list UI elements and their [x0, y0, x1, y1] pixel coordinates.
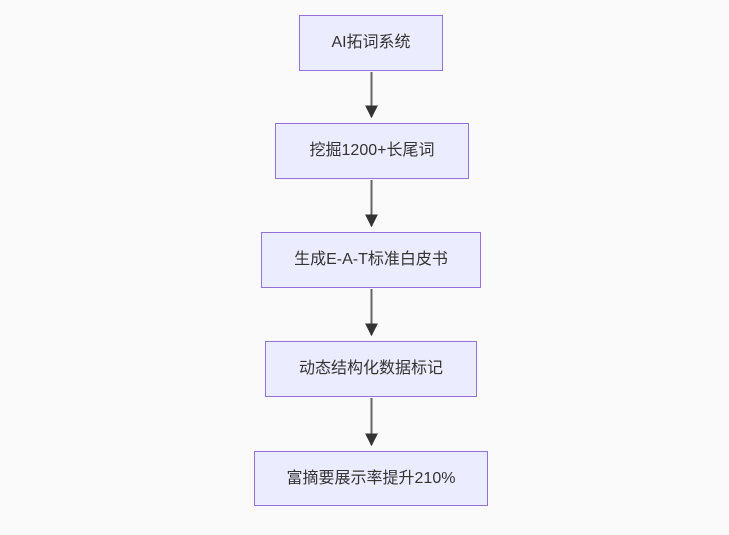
flowchart-node-label: AI拓词系统	[331, 34, 411, 52]
flowchart-node-longtail-mining: 挖掘1200+长尾词	[275, 123, 469, 179]
flowchart-node-ai-keyword-system: AI拓词系统	[299, 15, 443, 71]
flowchart-node-eat-whitepaper: 生成E-A-T标准白皮书	[261, 232, 481, 288]
flowchart-node-label: 挖掘1200+长尾词	[309, 142, 435, 160]
flowchart-node-label: 动态结构化数据标记	[298, 360, 443, 378]
flowchart-node-structured-data-markup: 动态结构化数据标记	[265, 341, 477, 397]
flowchart-node-rich-snippet-uplift: 富摘要展示率提升210%	[254, 451, 488, 506]
flowchart-node-label: 富摘要展示率提升210%	[286, 469, 456, 487]
flowchart-node-label: 生成E-A-T标准白皮书	[294, 251, 448, 269]
